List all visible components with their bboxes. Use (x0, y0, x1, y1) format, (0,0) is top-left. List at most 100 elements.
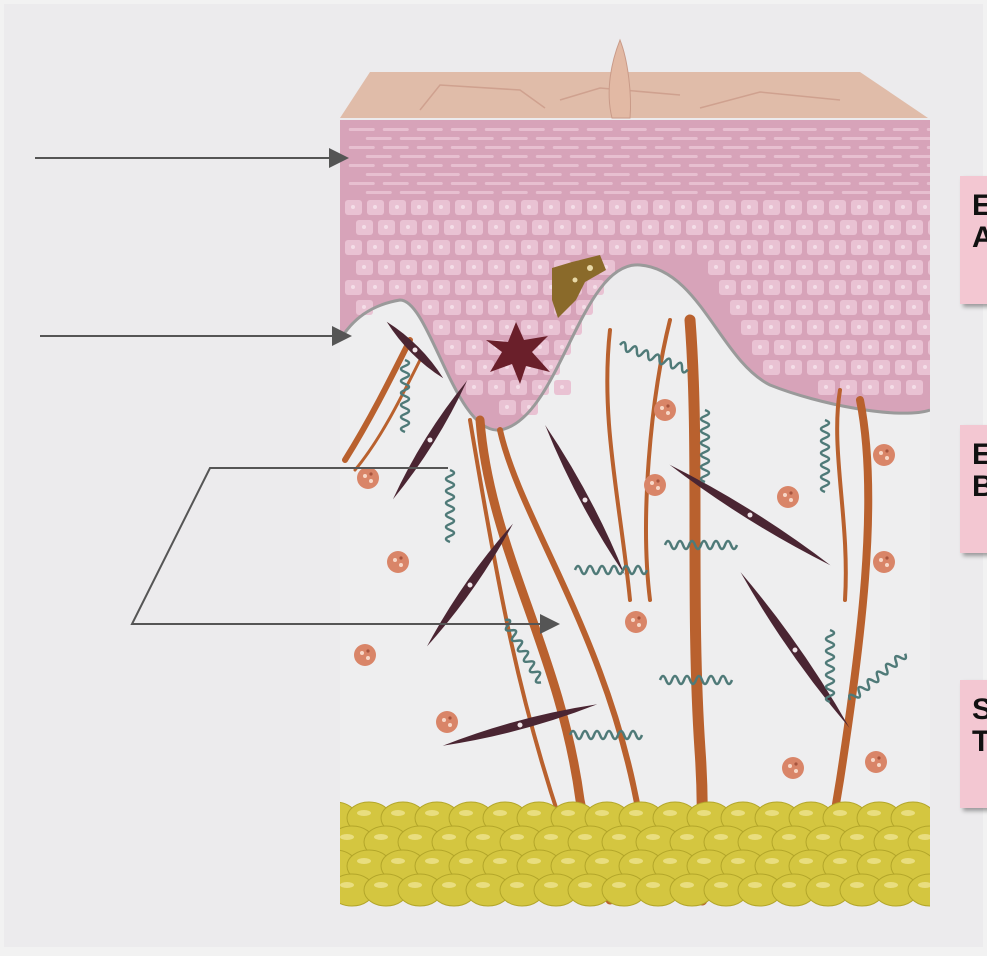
label-box-1-line-2: A (960, 222, 987, 254)
cell-nucleus (351, 285, 355, 289)
cell-streak (434, 191, 460, 194)
cell-streak (349, 146, 375, 149)
cell-streak (723, 146, 749, 149)
mast-granule (885, 456, 889, 460)
cell-nucleus (637, 205, 641, 209)
fat-highlight (510, 882, 524, 888)
fat-highlight (391, 858, 405, 864)
fat-highlight (714, 834, 728, 840)
cell-nucleus (802, 265, 806, 269)
mast-granule (399, 556, 402, 559)
cell-nucleus (758, 345, 762, 349)
cell-nucleus (769, 325, 773, 329)
cell-nucleus (692, 225, 696, 229)
fat-highlight (833, 858, 847, 864)
fat-layer (313, 802, 952, 906)
cell-streak (349, 164, 375, 167)
cell-nucleus (527, 325, 531, 329)
cell-nucleus (593, 245, 597, 249)
cell-streak (825, 128, 851, 131)
cell-streak (740, 173, 766, 176)
cell-streak (434, 137, 460, 140)
cell-nucleus (813, 285, 817, 289)
cell-nucleus (626, 225, 630, 229)
cell-streak (655, 164, 681, 167)
cell-nucleus (725, 285, 729, 289)
cell-nucleus (703, 245, 707, 249)
cell-streak (519, 182, 545, 185)
cell-nucleus (417, 285, 421, 289)
mast-granule (788, 764, 792, 768)
mast-granule (637, 623, 641, 627)
fat-highlight (357, 858, 371, 864)
cell-streak (451, 182, 477, 185)
cell-nucleus (725, 205, 729, 209)
cell-streak (655, 182, 681, 185)
cell-streak (366, 137, 392, 140)
fat-highlight (459, 858, 473, 864)
cell-nucleus (846, 265, 850, 269)
cell-streak (825, 182, 851, 185)
mast-cell (436, 711, 458, 733)
cell-nucleus (461, 245, 465, 249)
cell-nucleus (879, 325, 883, 329)
cell-streak (587, 164, 613, 167)
cell-streak (604, 155, 630, 158)
cell-nucleus (527, 205, 531, 209)
cell-nucleus (472, 265, 476, 269)
cell-nucleus (472, 385, 476, 389)
cell-streak (366, 191, 392, 194)
cell-nucleus (395, 285, 399, 289)
cell-nucleus (890, 385, 894, 389)
fat-highlight (918, 882, 932, 888)
cell-nucleus (747, 285, 751, 289)
fat-highlight (748, 834, 762, 840)
cell-streak (468, 173, 494, 176)
fat-highlight (833, 810, 847, 816)
cell-streak (485, 128, 511, 131)
cell-streak (366, 155, 392, 158)
cell-streak (791, 128, 817, 131)
mast-granule (794, 762, 797, 765)
cell-streak (672, 173, 698, 176)
cell-nucleus (813, 245, 817, 249)
fat-highlight (425, 858, 439, 864)
cell-streak (621, 182, 647, 185)
cell-nucleus (824, 265, 828, 269)
cell-nucleus (428, 265, 432, 269)
cell-nucleus (593, 285, 597, 289)
cell-streak (859, 182, 885, 185)
cell-nucleus (758, 225, 762, 229)
cell-nucleus (912, 305, 916, 309)
cell-nucleus (571, 325, 575, 329)
cell-nucleus (362, 265, 366, 269)
fat-highlight (578, 882, 592, 888)
cell-nucleus (835, 245, 839, 249)
cell-nucleus (351, 245, 355, 249)
cell-nucleus (461, 285, 465, 289)
label-box-2-line-2: B (960, 471, 987, 503)
cell-streak (740, 191, 766, 194)
cell-streak (808, 137, 834, 140)
cell-streak (757, 128, 783, 131)
cell-streak (502, 191, 528, 194)
cell-streak (808, 155, 834, 158)
cell-streak (808, 191, 834, 194)
fat-highlight (765, 810, 779, 816)
cell-streak (774, 173, 800, 176)
fat-highlight (544, 834, 558, 840)
cell-nucleus (747, 325, 751, 329)
cell-nucleus (472, 225, 476, 229)
cell-streak (638, 155, 664, 158)
cell-nucleus (901, 245, 905, 249)
cell-nucleus (923, 245, 927, 249)
cell-nucleus (516, 225, 520, 229)
cell-streak (791, 146, 817, 149)
cell-nucleus (549, 205, 553, 209)
fat-highlight (391, 810, 405, 816)
cell-streak (893, 164, 919, 167)
fat-highlight (731, 810, 745, 816)
cell-streak (519, 128, 545, 131)
